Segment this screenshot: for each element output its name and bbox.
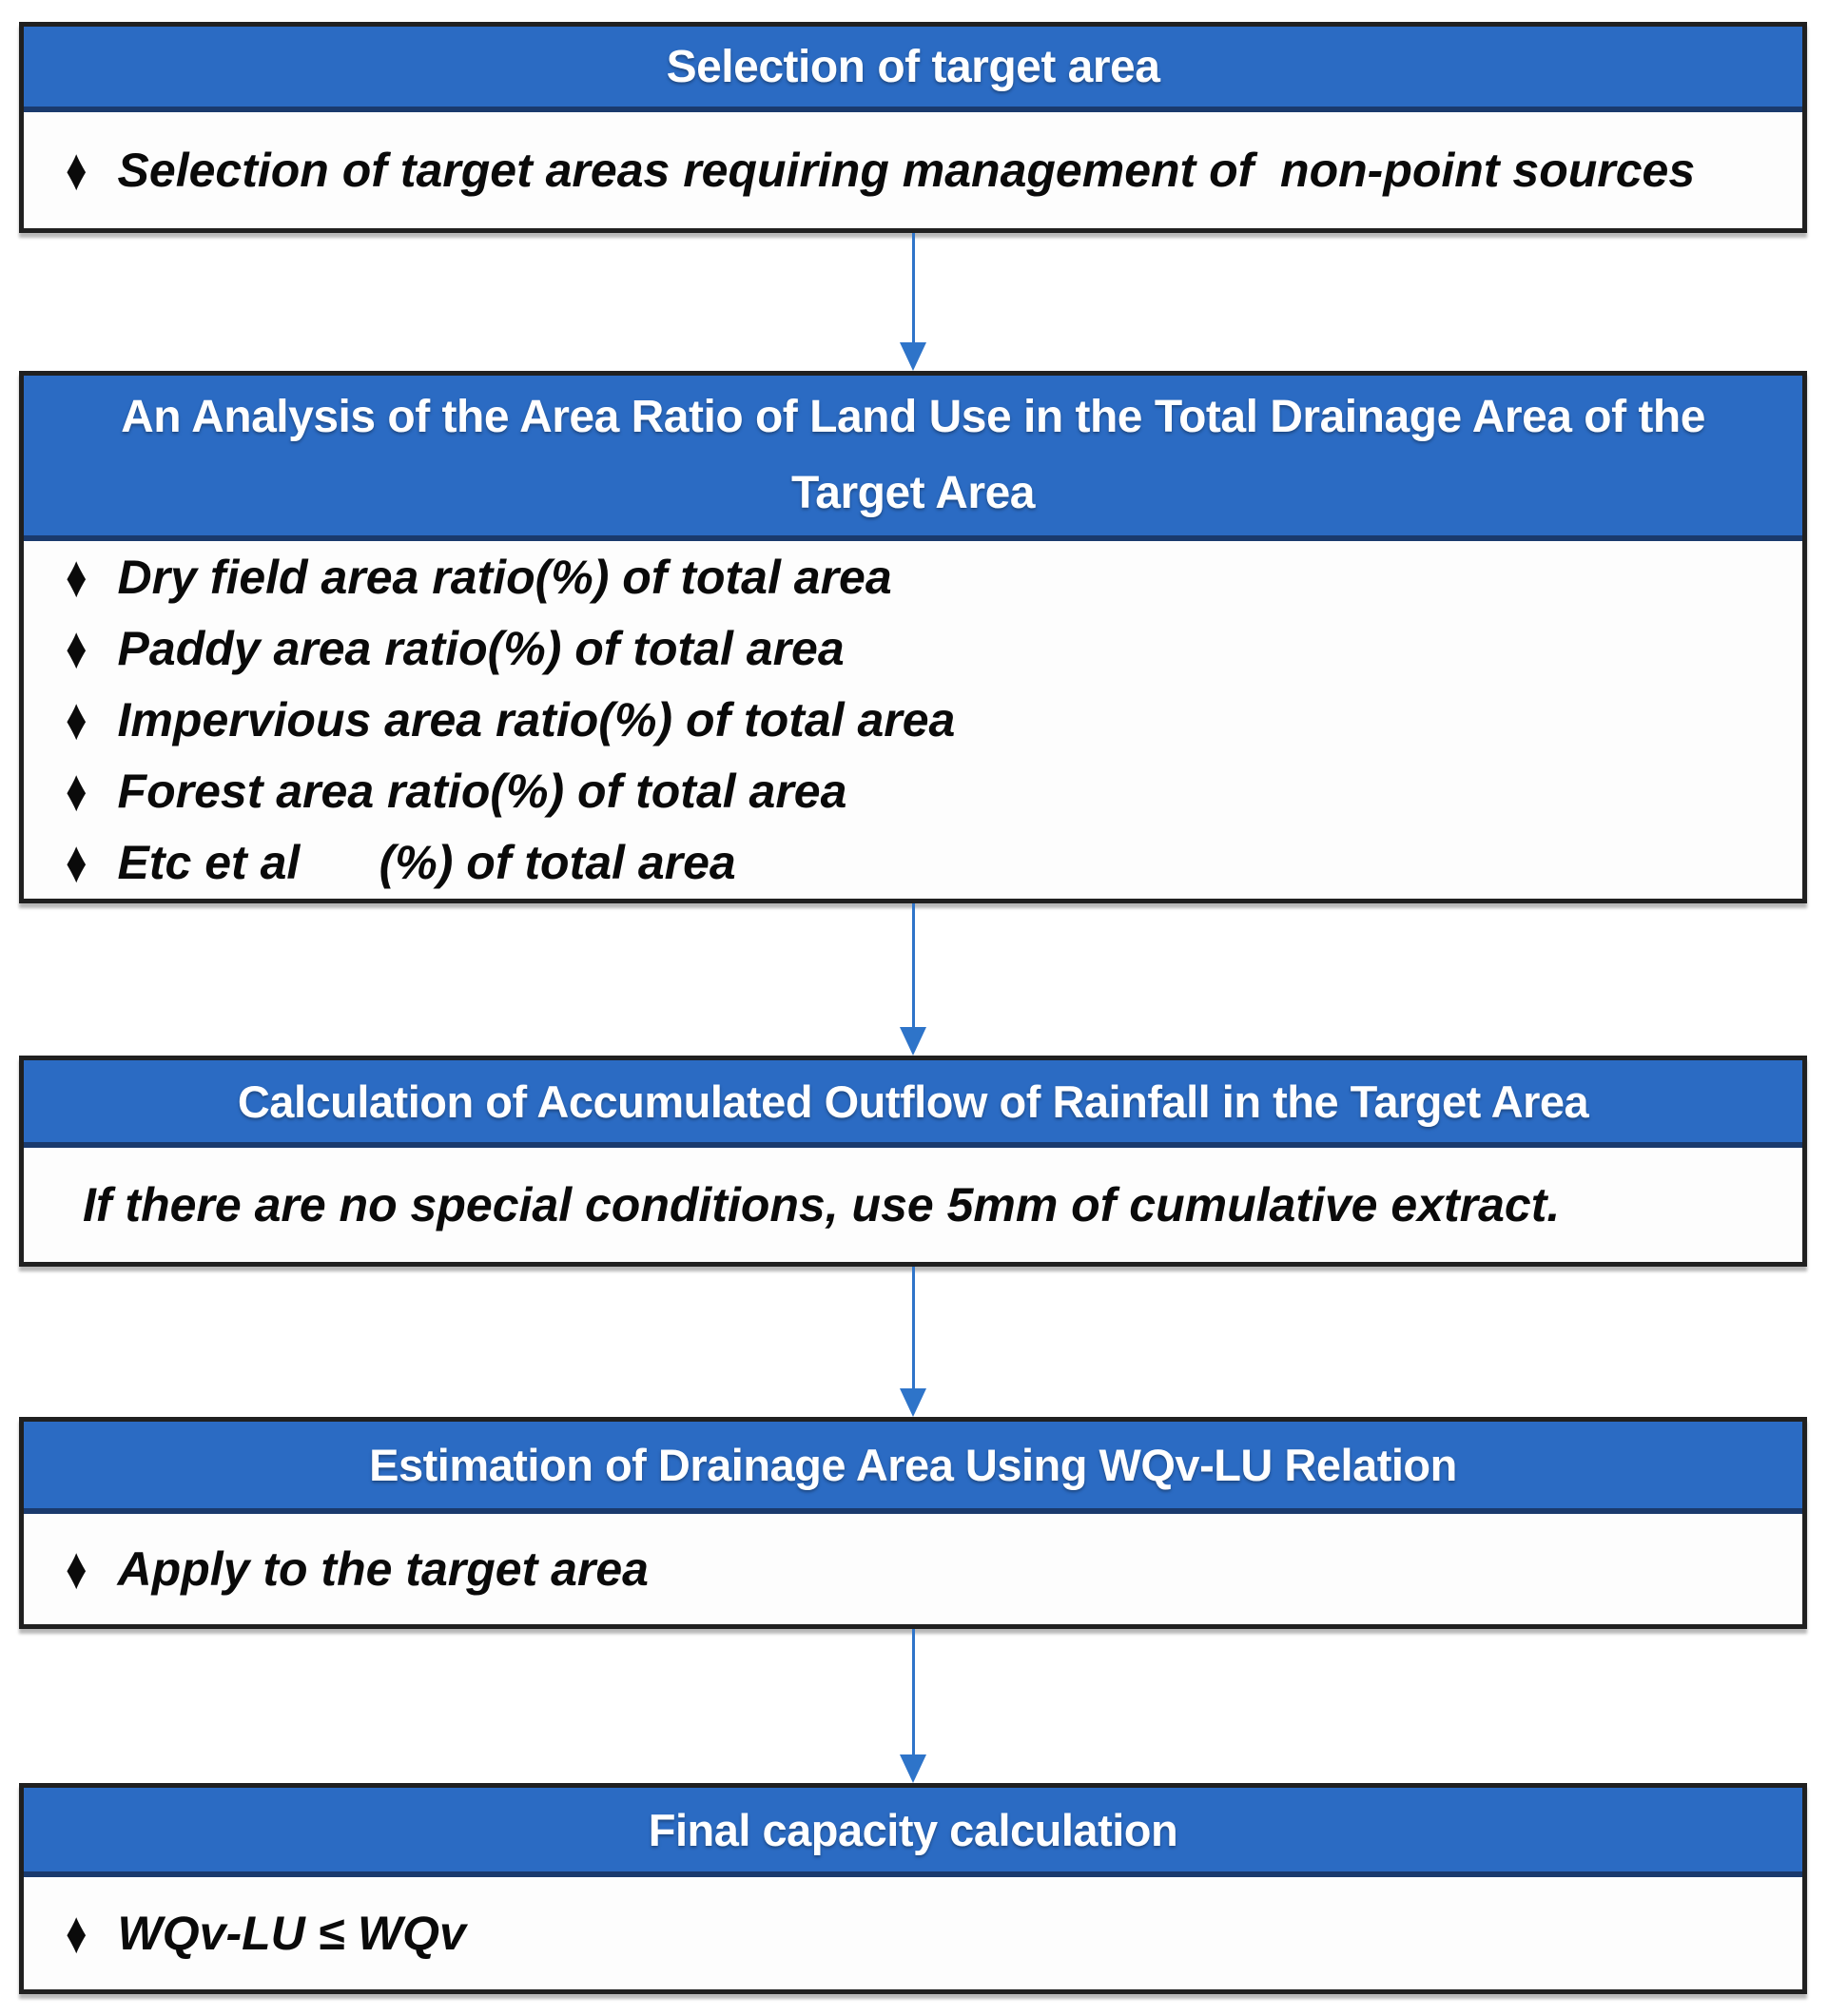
flow-step-accumulated-outflow-calculation: Calculation of Accumulated Outflow of Ra…	[19, 1056, 1807, 1267]
note-row: If there are no special conditions, use …	[24, 1177, 1802, 1232]
flow-step-drainage-area-estimation: Estimation of Drainage Area Using WQv-LU…	[19, 1417, 1807, 1629]
flowchart: Selection of target area ♦ Selection of …	[19, 22, 1807, 1994]
diamond-bullet-icon: ♦	[65, 544, 88, 611]
arrow-down-icon	[19, 233, 1807, 371]
step-body: If there are no special conditions, use …	[24, 1148, 1802, 1262]
bullet-text: WQv-LU ≤ WQv	[117, 1907, 466, 1960]
diamond-bullet-icon: ♦	[65, 758, 88, 824]
step-body: ♦ Dry field area ratio(%) of total area …	[24, 541, 1802, 899]
bullet-row: ♦ Paddy area ratio(%) of total area	[24, 613, 1802, 685]
step-body: ♦ Apply to the target area	[24, 1514, 1802, 1624]
note-text: If there are no special conditions, use …	[83, 1178, 1561, 1231]
step-title: An Analysis of the Area Ratio of Land Us…	[24, 376, 1802, 541]
bullet-row: ♦ Selection of target areas requiring ma…	[24, 137, 1802, 204]
step-title: Calculation of Accumulated Outflow of Ra…	[24, 1060, 1802, 1148]
arrow-down-icon	[19, 903, 1807, 1056]
step-title: Final capacity calculation	[24, 1788, 1802, 1877]
bullet-text: Impervious area ratio(%) of total area	[117, 693, 956, 746]
diamond-bullet-icon: ♦	[65, 137, 88, 204]
bullet-text: Apply to the target area	[117, 1542, 649, 1596]
flow-step-land-use-ratio-analysis: An Analysis of the Area Ratio of Land Us…	[19, 371, 1807, 903]
bullet-text: Forest area ratio(%) of total area	[117, 765, 847, 818]
step-body: ♦ Selection of target areas requiring ma…	[24, 112, 1802, 228]
diamond-bullet-icon: ♦	[65, 1536, 88, 1602]
bullet-row: ♦ Apply to the target area	[24, 1536, 1802, 1602]
bullet-row: ♦ Dry field area ratio(%) of total area	[24, 542, 1802, 613]
step-title: Selection of target area	[24, 27, 1802, 112]
diamond-bullet-icon: ♦	[65, 829, 88, 896]
arrow-down-icon	[19, 1629, 1807, 1783]
bullet-text: Paddy area ratio(%) of total area	[117, 622, 845, 675]
bullet-row: ♦ Forest area ratio(%) of total area	[24, 756, 1802, 827]
diamond-bullet-icon: ♦	[65, 687, 88, 753]
arrow-down-icon	[19, 1267, 1807, 1417]
flow-step-final-capacity-calculation: Final capacity calculation ♦ WQv-LU ≤ WQ…	[19, 1783, 1807, 1994]
bullet-row: ♦ Impervious area ratio(%) of total area	[24, 685, 1802, 756]
bullet-text: Dry field area ratio(%) of total area	[117, 551, 892, 604]
diamond-bullet-icon: ♦	[65, 1900, 88, 1967]
diamond-bullet-icon: ♦	[65, 615, 88, 682]
flow-step-selection-of-target-area: Selection of target area ♦ Selection of …	[19, 22, 1807, 233]
step-title: Estimation of Drainage Area Using WQv-LU…	[24, 1422, 1802, 1514]
step-body: ♦ WQv-LU ≤ WQv	[24, 1877, 1802, 1989]
bullet-row: ♦ WQv-LU ≤ WQv	[24, 1900, 1802, 1967]
bullet-row: ♦ Etc et al (%) of total area	[24, 827, 1802, 899]
bullet-text: Selection of target areas requiring mana…	[117, 144, 1696, 197]
bullet-text: Etc et al (%) of total area	[117, 836, 736, 889]
